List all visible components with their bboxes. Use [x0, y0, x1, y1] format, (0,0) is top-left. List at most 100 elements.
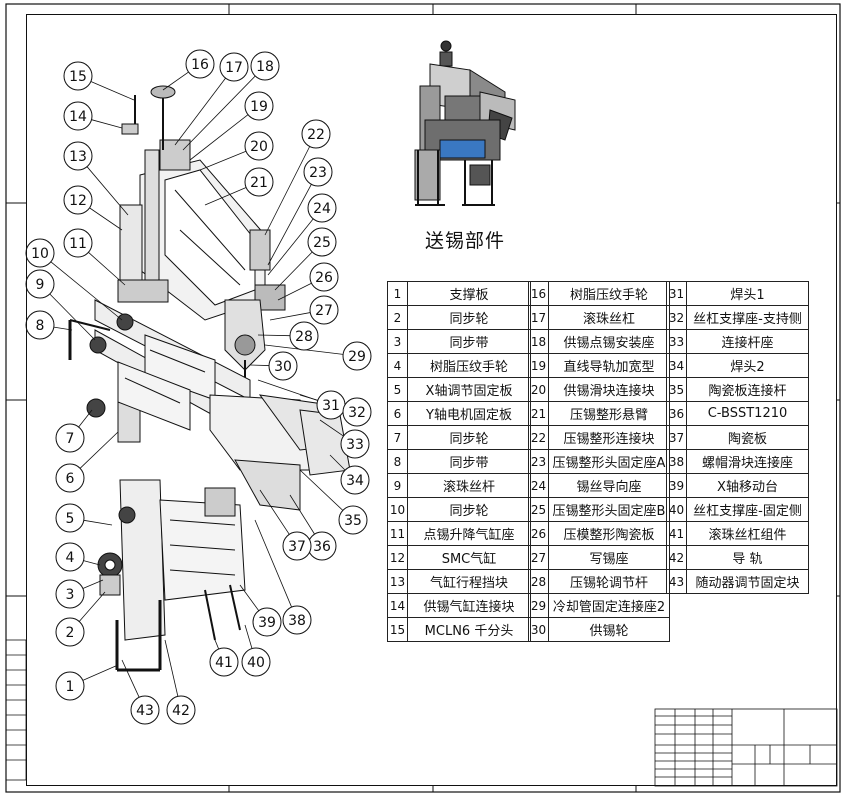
balloon-callout: 5: [55, 503, 85, 533]
leader-line: [89, 207, 123, 231]
leader-line: [299, 469, 344, 511]
bom-part-name: 冷却管固定连接座2: [548, 593, 670, 618]
bom-item-number: 10: [387, 497, 408, 522]
leader-line: [78, 409, 93, 428]
balloon-label: 26: [315, 270, 333, 286]
balloon-circle: [340, 465, 370, 495]
balloon-callout: 25: [307, 227, 337, 257]
balloon-label: 14: [69, 109, 87, 125]
bom-item-number: 38: [666, 449, 687, 474]
balloon-circle: [252, 607, 282, 637]
balloon-circle: [244, 91, 274, 121]
balloon-label: 13: [69, 149, 87, 165]
bom-part-name: 供锡轮: [548, 617, 670, 642]
bom-item-number: 5: [387, 377, 408, 402]
bom-item-number: 9: [387, 473, 408, 498]
leader-line: [164, 639, 179, 697]
bom-part-name: 连接杆座: [686, 329, 809, 354]
balloon-callout: 32: [342, 397, 372, 427]
balloon-callout: 27: [309, 295, 339, 325]
balloon-circle: [309, 262, 339, 292]
balloon-callout: 30: [268, 351, 298, 381]
balloon-label: 22: [307, 127, 325, 143]
balloon-circle: [342, 397, 372, 427]
bom-item-number: 42: [666, 545, 687, 570]
balloon-label: 6: [66, 471, 75, 487]
balloon-circle: [309, 295, 339, 325]
balloon-callout: 23: [303, 157, 333, 187]
bom-part-name: 树脂压纹手轮: [407, 353, 531, 378]
balloon-label: 7: [66, 431, 75, 447]
balloon-label: 40: [247, 655, 265, 671]
leader-line: [239, 584, 260, 611]
bom-part-name: SMC气缸: [407, 545, 531, 570]
leader-line: [182, 75, 256, 151]
bom-item-number: 21: [528, 401, 549, 426]
leader-line: [254, 519, 292, 608]
bom-item-number: 34: [666, 353, 687, 378]
leader-line: [329, 454, 346, 471]
balloon-circle: [338, 505, 368, 535]
balloon-circle: [307, 193, 337, 223]
bom-part-name: 同步带: [407, 449, 531, 474]
leader-line: [82, 579, 104, 589]
leader-line: [86, 166, 129, 216]
balloon-label: 8: [36, 318, 45, 334]
leader-line: [267, 218, 314, 276]
balloon-circle: [342, 341, 372, 371]
balloon-circle: [55, 542, 85, 572]
balloon-label: 10: [31, 246, 49, 262]
bom-item-number: 20: [528, 377, 549, 402]
leader-line: [199, 150, 247, 171]
balloon-callout: 19: [244, 91, 274, 121]
bom-part-name: 陶瓷板: [686, 425, 809, 450]
balloon-callout: 21: [244, 167, 274, 197]
balloon-callout: 33: [340, 429, 370, 459]
bom-part-name: 陶瓷板连接杆: [686, 377, 809, 402]
bom-part-name: 同步轮: [407, 305, 531, 330]
balloon-callout: 2: [55, 617, 85, 647]
bom-item-number: 29: [528, 593, 549, 618]
balloon-callout: 3: [55, 579, 85, 609]
balloon-circle: [289, 321, 319, 351]
bom-part-name: 锡丝导向座: [548, 473, 670, 498]
bom-item-number: 35: [666, 377, 687, 402]
leader-line: [78, 591, 106, 622]
balloon-circle: [55, 463, 85, 493]
balloon-callout: 39: [252, 607, 282, 637]
balloon-label: 42: [172, 703, 190, 719]
balloon-callout: 10: [25, 238, 55, 268]
balloon-callout: 11: [63, 228, 93, 258]
balloon-callout: 7: [55, 423, 85, 453]
balloon-circle: [55, 503, 85, 533]
balloon-label: 11: [69, 236, 87, 252]
leader-line: [88, 252, 126, 286]
bom-part-name: 点锡升降气缸座: [407, 521, 531, 546]
bom-item-number: 37: [666, 425, 687, 450]
balloon-callout: 37: [282, 531, 312, 561]
balloon-label: 17: [225, 60, 243, 76]
balloon-callout: 20: [244, 131, 274, 161]
bom-item-number: 17: [528, 305, 549, 330]
balloon-callout: 17: [219, 52, 249, 82]
balloon-label: 24: [313, 201, 331, 217]
balloon-circle: [282, 531, 312, 561]
bom-item-number: 13: [387, 569, 408, 594]
